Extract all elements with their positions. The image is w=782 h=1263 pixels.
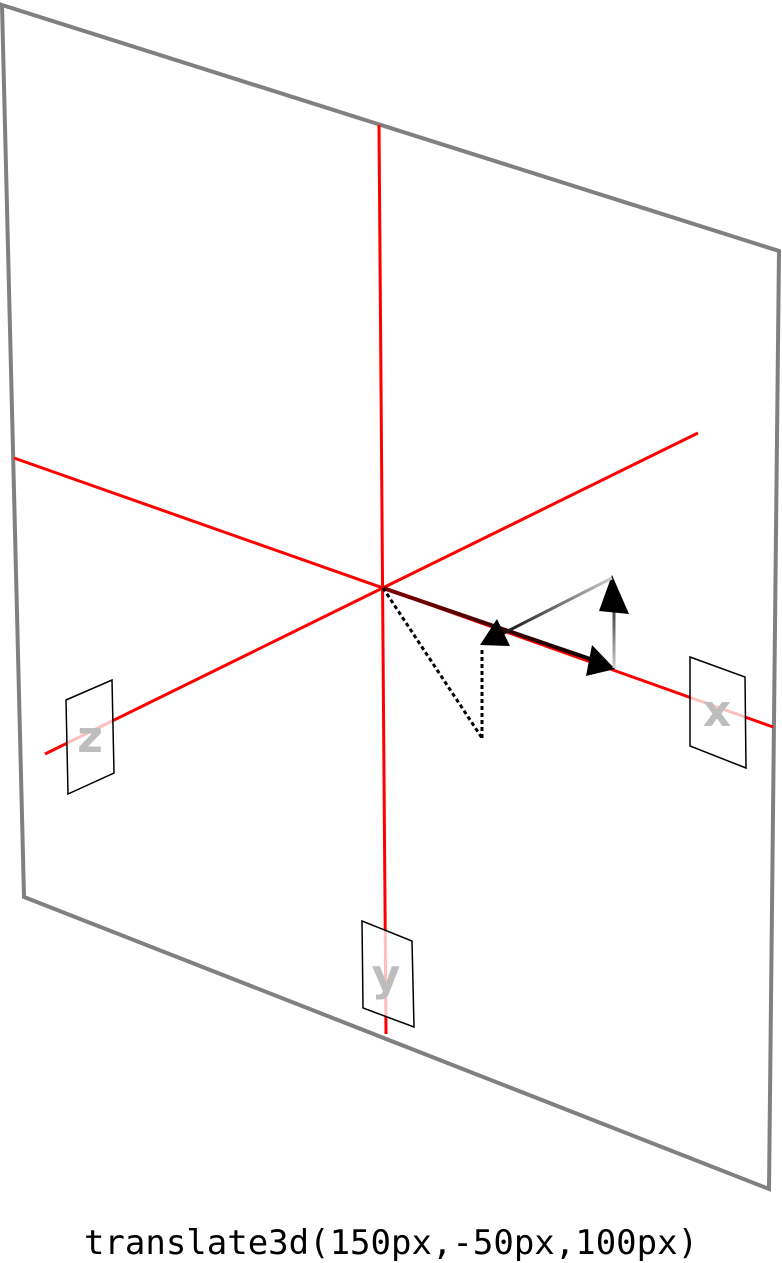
- z-axis-label: z: [77, 712, 103, 763]
- x-axis-tag: x: [689, 655, 747, 770]
- y-axis-label: y: [372, 950, 401, 1001]
- x-axis-label: x: [703, 686, 731, 737]
- z-axis-tag: z: [65, 678, 115, 796]
- z-axis-line: [44, 431, 699, 756]
- y-axis-line: [377, 124, 388, 1035]
- x-translation-line: [382, 586, 597, 663]
- transform-caption: translate3d(150px,-50px,100px): [84, 1223, 698, 1263]
- x-translation-arrowhead: [586, 645, 615, 676]
- y-translation-arrowhead: [599, 575, 629, 614]
- x-axis-line-left: [13, 456, 384, 590]
- z-translation-arrowhead: [480, 619, 510, 646]
- y-axis-tag: y: [361, 919, 415, 1029]
- z-translation-line: [499, 576, 613, 637]
- projection-dotted-line: [381, 587, 484, 739]
- perspective-plane: [0, 2, 782, 1192]
